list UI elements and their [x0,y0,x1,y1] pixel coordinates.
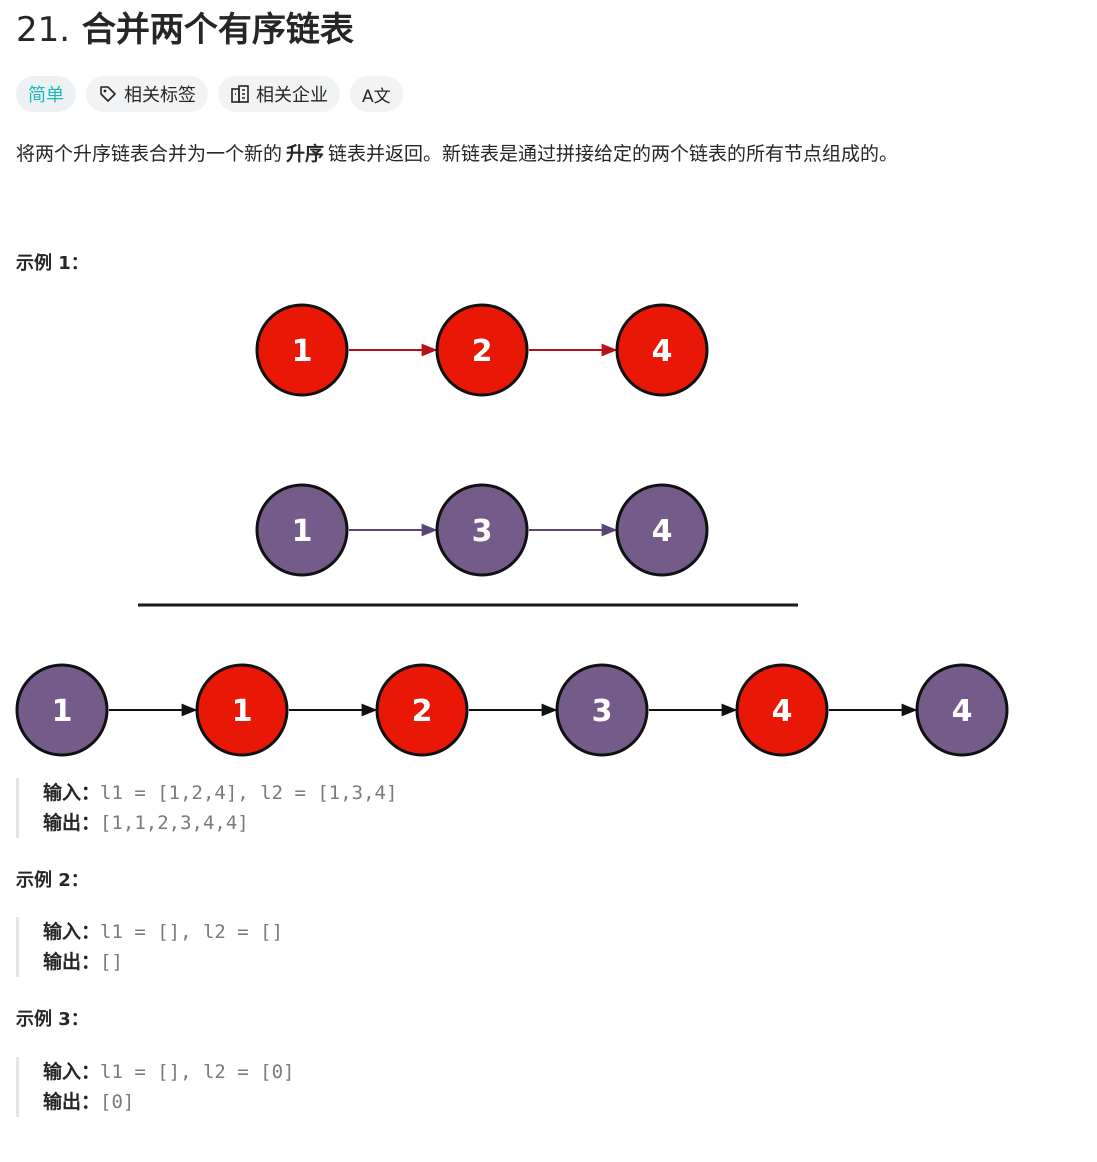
related-tags-label: 相关标签 [124,85,196,106]
output-label: 输出： [43,951,101,973]
list1-node-circle [255,303,349,397]
list1-node-circle [615,303,709,397]
example-3-output: 输出：[0] [43,1087,716,1117]
merged-node-label: 4 [952,694,973,729]
building-icon [230,84,250,104]
merged-node-label: 2 [412,694,433,729]
list2-node: 4 [615,483,709,577]
merged-node: 1 [195,663,289,757]
output-label: 输出： [43,812,101,834]
problem-number: 21. [16,10,71,50]
merged-node: 2 [375,663,469,757]
description-text-2: 链表并返回。新链表是通过拼接给定的两个链表的所有节点组成的。 [328,143,899,165]
description-emphasis: 升序 [286,143,325,165]
tag-icon [98,84,118,104]
input-value: l1 = [], l2 = [0] [100,1061,295,1083]
list1-node: 1 [255,303,349,397]
input-label: 输入： [43,782,101,804]
problem-title: 21. 合并两个有序链表 [16,8,354,52]
merged-node-circle [555,663,649,757]
list2-node-label: 3 [472,514,493,549]
example-1-output: 输出：[1,1,2,3,4,4] [43,808,716,838]
input-label: 输入： [43,1061,101,1083]
translate-button[interactable]: A文 [350,76,403,112]
example-2-heading: 示例 2： [16,870,89,891]
example-3-input: 输入：l1 = [], l2 = [0] [43,1057,716,1087]
input-value: l1 = [1,2,4], l2 = [1,3,4] [100,782,398,804]
example-3-heading: 示例 3： [16,1009,89,1030]
example-2-code: 输入：l1 = [], l2 = [] 输出：[] [16,917,716,977]
list1-node: 4 [615,303,709,397]
example-2-output: 输出：[] [43,947,716,977]
merged-node-label: 4 [772,694,793,729]
example-1-heading: 示例 1： [16,253,89,274]
merged-node-circle [375,663,469,757]
merged-node: 4 [915,663,1009,757]
merged-node-label: 3 [592,694,613,729]
difficulty-badge[interactable]: 简单 [16,76,76,112]
example-3-code: 输入：l1 = [], l2 = [0] 输出：[0] [16,1057,716,1117]
description-text-1: 将两个升序链表合并为一个新的 [16,143,283,165]
list2-node-label: 1 [292,514,313,549]
merged-node-circle [195,663,289,757]
list2-node-circle [255,483,349,577]
merged-node-circle [15,663,109,757]
example-1-input: 输入：l1 = [1,2,4], l2 = [1,3,4] [43,778,716,808]
output-value: [0] [100,1091,135,1113]
list2-node-circle [615,483,709,577]
linked-list-diagram: 1 2 4 1 3 4 1 1 2 3 4 4 [15,303,1009,757]
example-1-code: 输入：l1 = [1,2,4], l2 = [1,3,4] 输出：[1,1,2,… [16,778,716,838]
list1-node-label: 1 [292,334,313,369]
list2-node: 1 [255,483,349,577]
list2-node-label: 4 [652,514,673,549]
problem-description: 将两个升序链表合并为一个新的升序链表并返回。新链表是通过拼接给定的两个链表的所有… [16,140,898,168]
list1-node: 2 [435,303,529,397]
example-2-input: 输入：l1 = [], l2 = [] [43,917,716,947]
output-label: 输出： [43,1091,101,1113]
merged-node: 3 [555,663,649,757]
related-companies-button[interactable]: 相关企业 [218,76,340,112]
merged-node-label: 1 [232,694,253,729]
merged-node: 1 [15,663,109,757]
list1-node-label: 4 [652,334,673,369]
list2-node-circle [435,483,529,577]
related-companies-label: 相关企业 [256,85,328,106]
merged-node: 4 [735,663,829,757]
output-value: [1,1,2,3,4,4] [100,812,249,834]
merged-node-label: 1 [52,694,73,729]
list1-node-label: 2 [472,334,493,369]
difficulty-label: 简单 [28,85,64,106]
related-tags-button[interactable]: 相关标签 [86,76,208,112]
problem-name: 合并两个有序链表 [81,10,354,50]
translate-icon: A文 [362,86,391,107]
output-value: [] [100,951,123,973]
merged-node-circle [735,663,829,757]
list1-node-circle [435,303,529,397]
tag-bar: 简单 相关标签 相关企业 A文 [16,76,403,112]
input-label: 输入： [43,921,101,943]
list2-node: 3 [435,483,529,577]
merged-node-circle [915,663,1009,757]
input-value: l1 = [], l2 = [] [100,921,284,943]
